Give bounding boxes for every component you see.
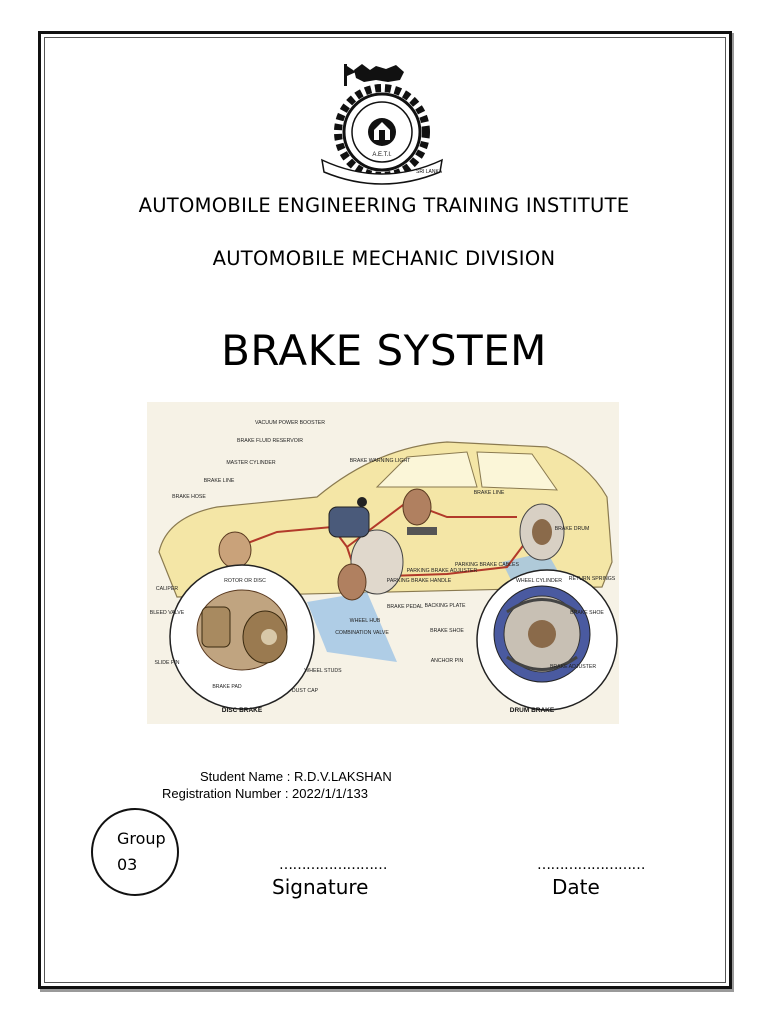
emblem-text: A.E.T.I. bbox=[372, 152, 392, 158]
label-backing-plate: BACKING PLATE bbox=[425, 603, 466, 609]
label-brake-fluid-reservoir: BRAKE FLUID RESERVOIR bbox=[237, 438, 303, 444]
label-brake-shoe-left: BRAKE SHOE bbox=[430, 628, 464, 634]
label-brake-warning-light: BRAKE WARNING LIGHT bbox=[350, 458, 411, 464]
date-line: …………………… bbox=[537, 857, 646, 873]
page-border-outer bbox=[38, 31, 732, 989]
label-bleed-valve: BLEED VALVE bbox=[150, 610, 185, 616]
label-brake-pedal: BRAKE PEDAL bbox=[387, 604, 423, 610]
label-brake-adjuster: BRAKE ADJUSTER bbox=[550, 664, 596, 670]
frame-shadow-right bbox=[731, 33, 734, 991]
page-title: BRAKE SYSTEM bbox=[221, 326, 547, 375]
label-parking-brake-adjuster: PARKING BRAKE ADJUSTER bbox=[407, 568, 478, 574]
label-parking-brake-cables: PARKING BRAKE CABLES bbox=[455, 562, 519, 568]
caption-disc-brake: DISC BRAKE bbox=[222, 707, 263, 714]
date-label: Date bbox=[552, 875, 600, 899]
frame-shadow-bottom bbox=[40, 989, 734, 992]
label-wheel-studs: WHEEL STUDS bbox=[304, 668, 342, 674]
student-name: Student Name : R.D.V.LAKSHAN bbox=[200, 769, 392, 784]
page-border-inner bbox=[44, 37, 726, 983]
group-number: 03 bbox=[117, 855, 138, 874]
label-brake-drum: BRAKE DRUM bbox=[555, 526, 590, 532]
institute-emblem-icon: A.E.T.I. SRI LANKA bbox=[321, 64, 443, 185]
division-name: AUTOMOBILE MECHANIC DIVISION bbox=[212, 247, 556, 270]
caption-drum-brake: DRUM BRAKE bbox=[510, 707, 555, 714]
label-brake-pad: BRAKE PAD bbox=[212, 684, 242, 690]
label-brake-line-rear: BRAKE LINE bbox=[474, 490, 505, 496]
label-slide-pin: SLIDE PIN bbox=[154, 660, 179, 666]
label-brake-line-front: BRAKE LINE bbox=[204, 478, 235, 484]
label-caliper: CALIPER bbox=[156, 586, 178, 592]
label-brake-shoe-right: BRAKE SHOE bbox=[570, 610, 604, 616]
signature-line: …………………… bbox=[279, 857, 388, 873]
label-master-cylinder: MASTER CYLINDER bbox=[226, 460, 276, 466]
label-vacuum-power-booster: VACUUM POWER BOOSTER bbox=[255, 420, 325, 426]
group-circle bbox=[91, 808, 179, 896]
label-wheel-cylinder: WHEEL CYLINDER bbox=[516, 578, 562, 584]
institute-name: AUTOMOBILE ENGINEERING TRAINING INSTITUT… bbox=[138, 194, 630, 217]
label-combination-valve: COMBINATION VALVE bbox=[335, 630, 389, 636]
label-anchor-pin: ANCHOR PIN bbox=[431, 658, 464, 664]
label-rotor-or-disc: ROTOR OR DISC bbox=[224, 578, 266, 584]
label-return-springs: RETURN SPRINGS bbox=[569, 576, 616, 582]
label-wheel-hub: WHEEL HUB bbox=[350, 618, 381, 624]
brake-system-diagram: VACUUM POWER BOOSTER BRAKE FLUID RESERVO… bbox=[147, 402, 619, 724]
emblem-banner-text: SRI LANKA bbox=[416, 169, 443, 175]
label-dust-cap: DUST CAP bbox=[292, 688, 319, 694]
label-parking-brake-handle: PARKING BRAKE HANDLE bbox=[387, 578, 452, 584]
label-brake-hose: BRAKE HOSE bbox=[172, 494, 206, 500]
signature-label: Signature bbox=[272, 875, 369, 899]
group-label: Group bbox=[117, 829, 166, 848]
registration-number: Registration Number : 2022/1/1/133 bbox=[162, 786, 368, 801]
